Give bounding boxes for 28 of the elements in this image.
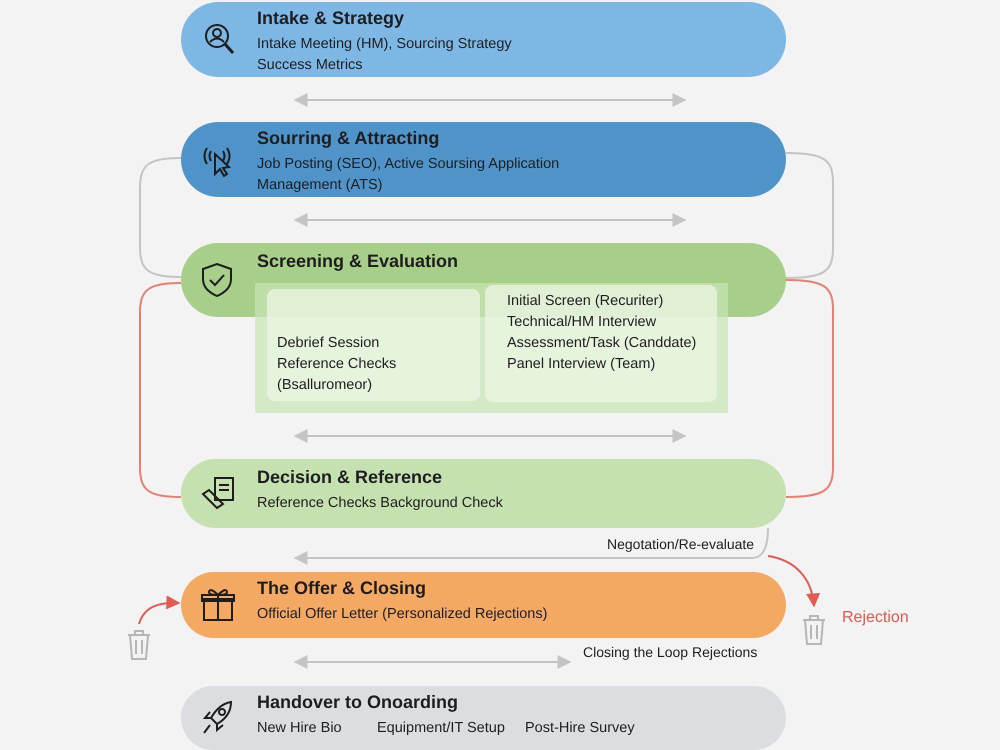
trash-icon: [125, 628, 153, 660]
step-text: Debrief Session Reference Checks (Bsalluromeor): [277, 334, 398, 395]
arrow: [768, 555, 820, 608]
arrow: [294, 93, 686, 107]
step-text: Reference Checks Background Check: [257, 494, 504, 513]
arrow: [294, 213, 686, 227]
step-text: Official Offer Letter (Personalized Rejections): [257, 605, 548, 624]
step-text: Post-Hire Survey: [525, 719, 635, 738]
step-text: Job Posting (SEO), Active Soursing Application Management (ATS): [257, 155, 560, 195]
arrow: [294, 655, 572, 669]
arrow: [294, 429, 686, 443]
trash-icon: [800, 613, 828, 645]
stage-title: Screening & Evaluation: [257, 251, 458, 272]
step-text: Intake Meeting (HM), Sourcing Strategy Success Metrics: [257, 35, 513, 75]
step-card: [485, 285, 717, 402]
stage-title: Decision & Reference: [257, 467, 442, 488]
stage-title: The Offer & Closing: [257, 578, 426, 599]
outcome-label: Rejection: [842, 608, 909, 628]
stage-title: Sourring & Attracting: [257, 128, 440, 149]
stage-title: Handover to Onoarding: [257, 692, 458, 713]
step-text: Initial Screen (Recuriter) Technical/HM Interview Assessment/Task (Canddate) Panel Interview (Team): [507, 292, 698, 374]
step-text: Equipment/IT Setup: [377, 719, 505, 738]
step-card: [267, 289, 480, 401]
stage-title: Intake & Strategy: [257, 8, 404, 29]
step-text: New Hire Bio: [257, 719, 342, 738]
arrow: [294, 528, 769, 565]
sub-panel: [255, 283, 728, 413]
arrow: [138, 596, 180, 624]
